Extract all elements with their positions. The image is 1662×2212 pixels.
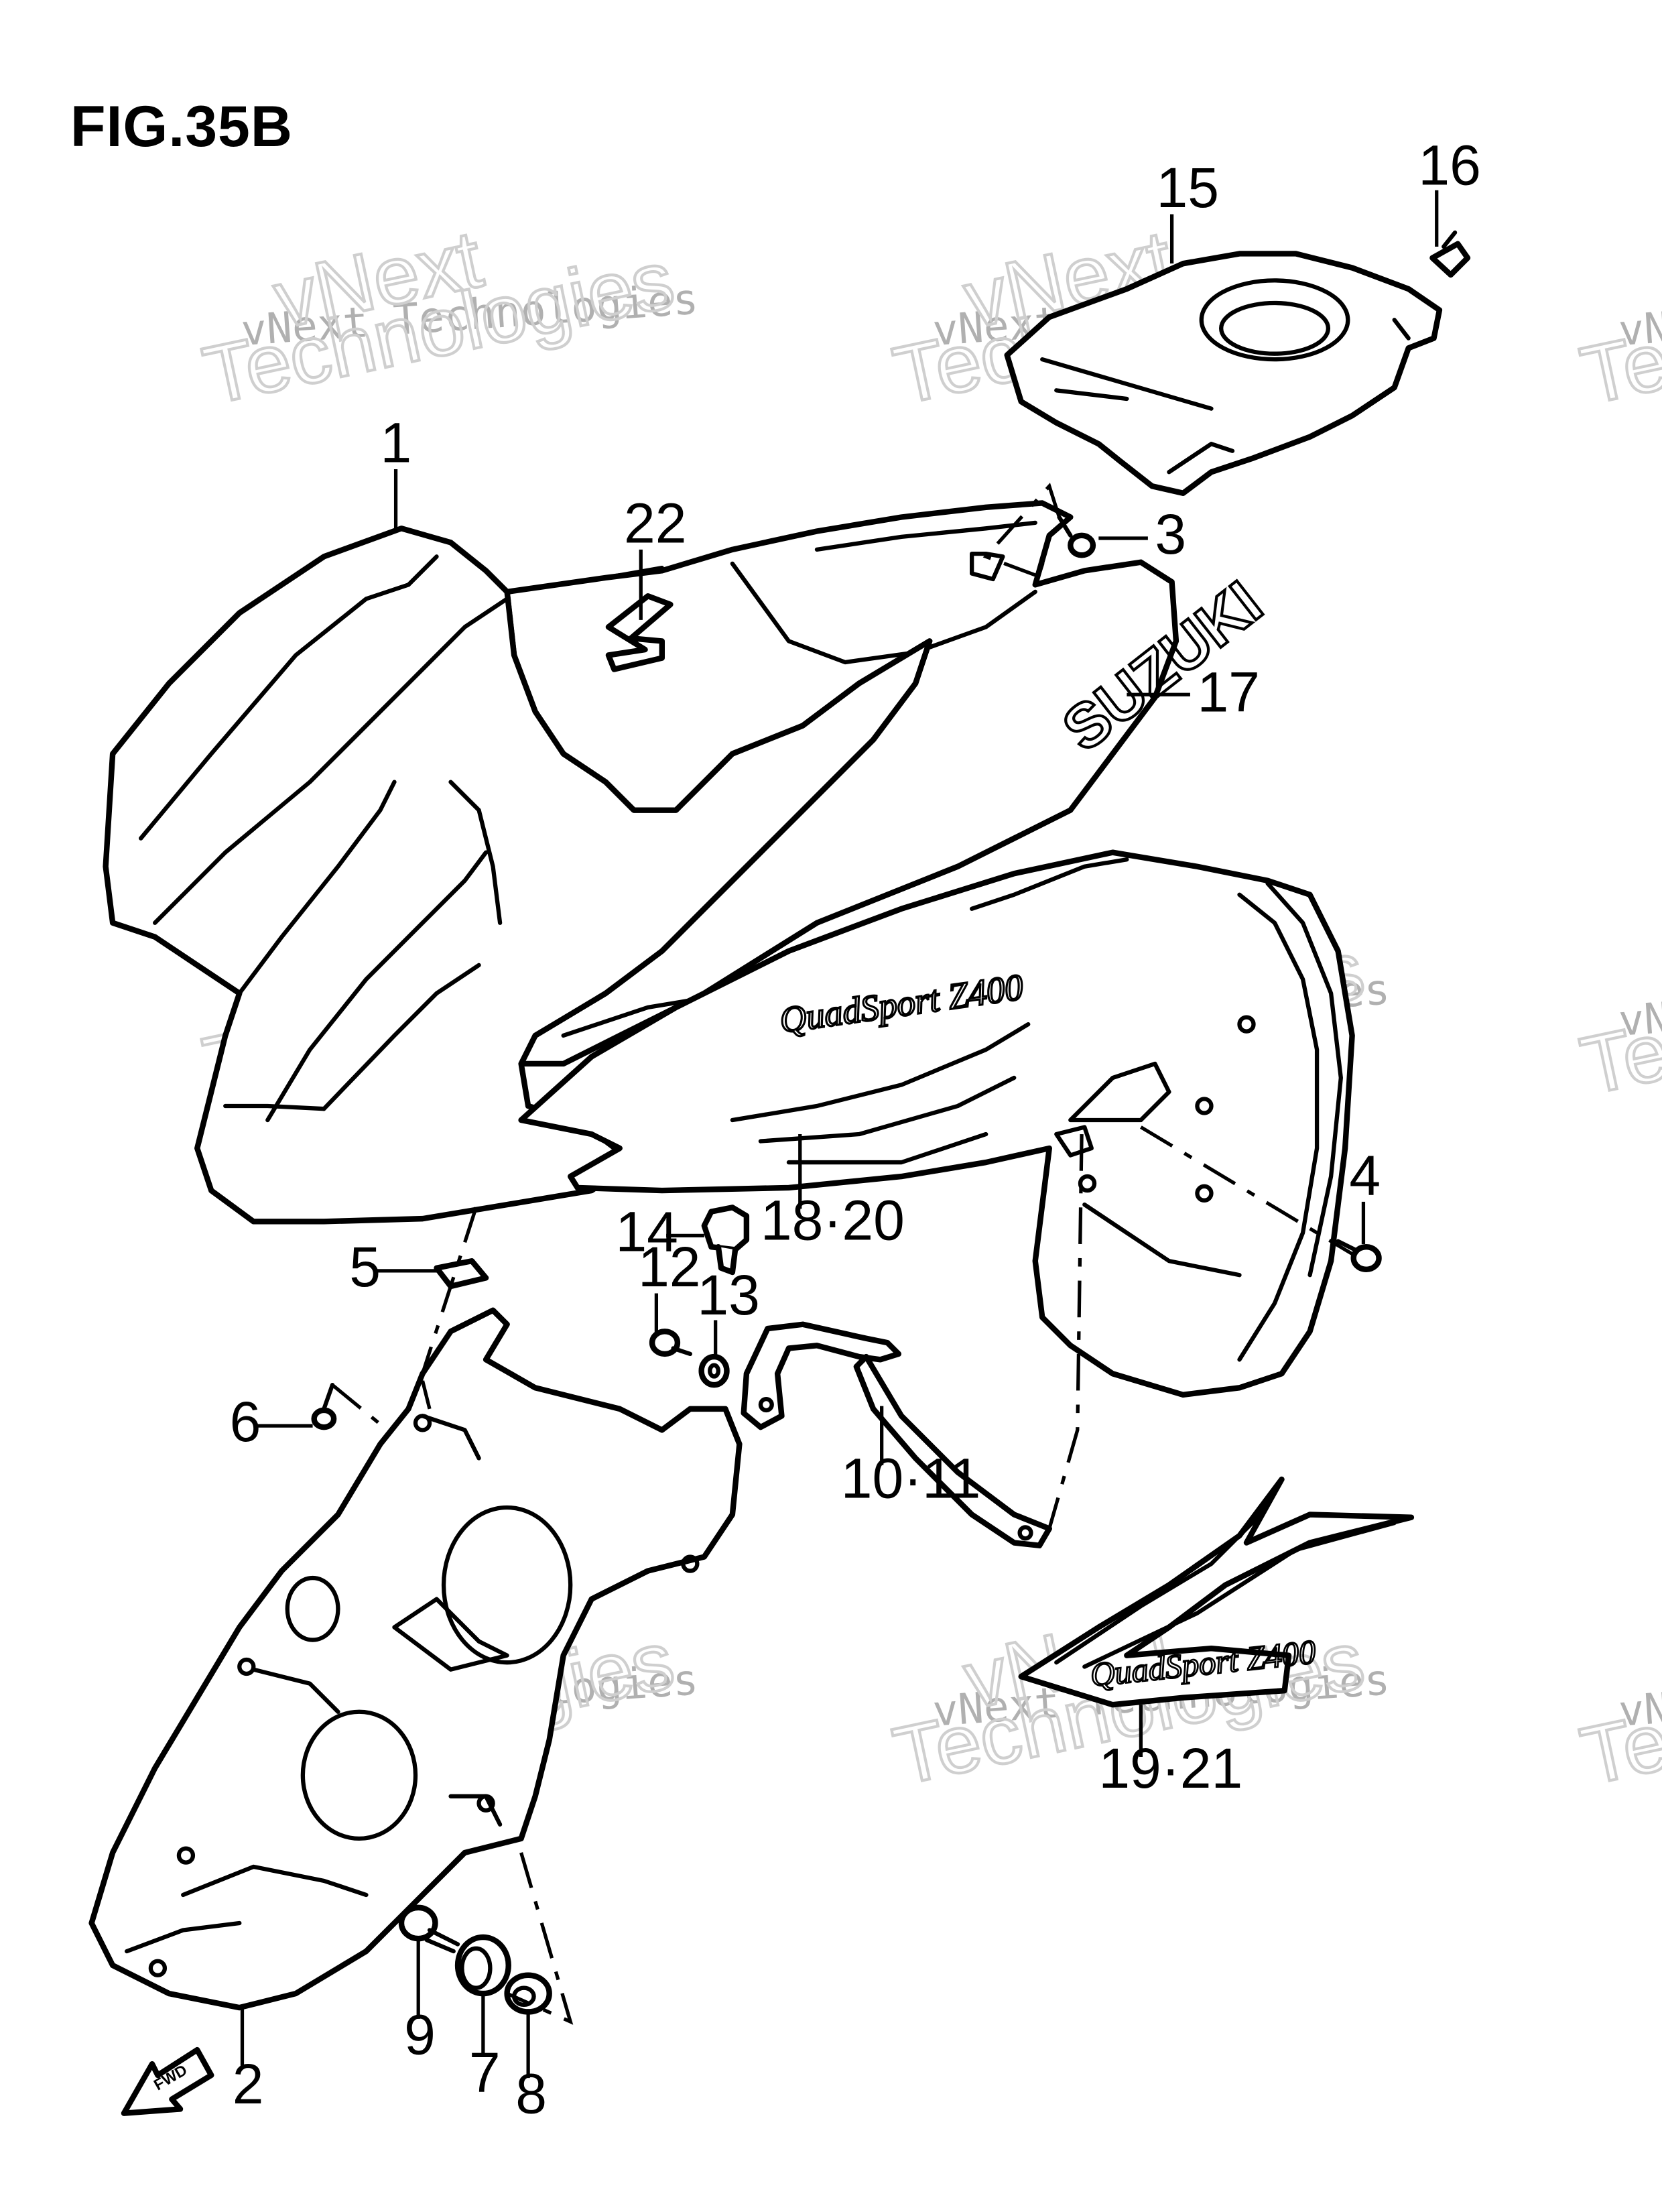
front-fender bbox=[103, 526, 933, 1225]
washer-13 bbox=[698, 1353, 730, 1388]
side-decal: QuadSport Z400 bbox=[1018, 1476, 1415, 1708]
svg-text:Technologies: Technologies bbox=[1574, 1614, 1662, 1802]
screw-3 bbox=[1057, 515, 1096, 558]
callout-4: 4 bbox=[1349, 1144, 1381, 1207]
cushion-14 bbox=[701, 1205, 750, 1276]
watermark: vNext Technologies Technologies bbox=[1572, 922, 1662, 1113]
callout-13: 13 bbox=[697, 1264, 760, 1327]
callout-1: 1 bbox=[380, 412, 411, 475]
fender-side-panel: QuadSport Z400 bbox=[518, 849, 1355, 1398]
bolt-12 bbox=[649, 1329, 692, 1357]
grommet-7 bbox=[454, 1934, 511, 1997]
fender-brace bbox=[741, 1321, 1052, 1548]
nut-clip-5 bbox=[434, 1257, 489, 1290]
leader-lines bbox=[240, 190, 1439, 2079]
s-emblem bbox=[605, 593, 674, 672]
push-rivet bbox=[1429, 230, 1471, 278]
screw-6 bbox=[311, 1382, 337, 1430]
callout-22: 22 bbox=[624, 491, 687, 554]
fwd-arrow-icon: FWD bbox=[121, 2046, 214, 2116]
bolt-9 bbox=[398, 1904, 460, 1954]
collar-8 bbox=[504, 1972, 552, 2015]
callout-2: 2 bbox=[233, 2052, 264, 2115]
callout-10-11: 10·11 bbox=[841, 1447, 981, 1510]
callout-15: 15 bbox=[1156, 156, 1219, 219]
callout-14: 14 bbox=[615, 1200, 678, 1263]
callout-12: 12 bbox=[638, 1235, 701, 1298]
watermark: vNext Technologies vNext Technologies bbox=[194, 211, 700, 422]
callout-17: 17 bbox=[1197, 661, 1260, 724]
callout-5: 5 bbox=[349, 1235, 381, 1298]
rear-fender bbox=[88, 1307, 743, 2011]
callout-16: 16 bbox=[1418, 133, 1481, 196]
bolt-4 bbox=[1336, 1239, 1382, 1273]
callout-7: 7 bbox=[469, 2041, 501, 2104]
callout-labels: 1 2 3 4 5 6 7 8 9 10·11 12 13 14 15 16 1… bbox=[230, 133, 1481, 2125]
watermark: vNext Technologies Technologies bbox=[1572, 1612, 1662, 1803]
svg-text:Technologies: Technologies bbox=[1574, 233, 1662, 422]
svg-text:Technologies: Technologies bbox=[1574, 924, 1662, 1112]
callout-3: 3 bbox=[1155, 503, 1186, 566]
callout-18-20: 18·20 bbox=[761, 1189, 905, 1252]
callout-6: 6 bbox=[230, 1390, 261, 1453]
callout-8: 8 bbox=[515, 2063, 547, 2126]
top-cover-panel bbox=[1004, 251, 1443, 496]
callout-19-21: 19·21 bbox=[1098, 1737, 1242, 1800]
callout-9: 9 bbox=[404, 2003, 436, 2066]
figure-title: FIG.35B bbox=[70, 95, 293, 159]
watermark: vNext Technologies Technologies bbox=[1572, 232, 1662, 423]
